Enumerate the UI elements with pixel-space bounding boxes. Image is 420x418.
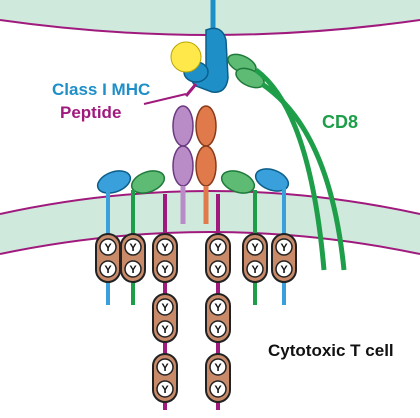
cd3-right-green bbox=[220, 170, 256, 194]
peptide bbox=[170, 41, 202, 73]
cd8-label: CD8 bbox=[322, 112, 358, 132]
itam-motif: YY bbox=[95, 233, 121, 283]
tyrosine-circle bbox=[156, 320, 174, 338]
cd3-left-blue bbox=[96, 170, 132, 194]
tyrosine-circle bbox=[209, 320, 227, 338]
tyrosine-label: Y bbox=[280, 264, 288, 276]
peptide-pointer bbox=[143, 93, 187, 105]
tyrosine-circle bbox=[246, 238, 264, 256]
tyrosine-label: Y bbox=[161, 384, 169, 396]
tyrosine-circle bbox=[209, 298, 227, 316]
tyrosine-label: Y bbox=[129, 242, 137, 254]
tyrosine-label: Y bbox=[161, 302, 169, 314]
apc-membrane bbox=[0, 0, 420, 35]
tyrosine-circle bbox=[209, 380, 227, 398]
itam-motif: YY bbox=[271, 233, 297, 283]
tyrosine-circle bbox=[156, 380, 174, 398]
tcell-membrane-top-edge bbox=[0, 190, 420, 215]
tyrosine-label: Y bbox=[251, 264, 259, 276]
tyrosine-circle bbox=[275, 238, 293, 256]
tyrosine-circle bbox=[275, 260, 293, 278]
tyrosine-label: Y bbox=[280, 242, 288, 254]
tyrosine-label: Y bbox=[129, 264, 137, 276]
tyrosine-circle bbox=[209, 260, 227, 278]
mhc-label: Class I MHC bbox=[52, 80, 150, 99]
cell-label: Cytotoxic T cell bbox=[268, 341, 394, 360]
peptide-mark bbox=[184, 83, 198, 97]
tyrosine-label: Y bbox=[214, 362, 222, 374]
itam-motif: YY bbox=[242, 233, 268, 283]
tyrosine-label: Y bbox=[251, 242, 259, 254]
itam-motif: YY bbox=[205, 293, 231, 343]
tyrosine-circle bbox=[124, 238, 142, 256]
tyrosine-label: Y bbox=[214, 264, 222, 276]
tyrosine-label: Y bbox=[214, 324, 222, 336]
tyrosine-circle bbox=[124, 260, 142, 278]
itam-motif: YY bbox=[120, 233, 146, 283]
tyrosine-circle bbox=[156, 238, 174, 256]
itam-motif: YY bbox=[205, 353, 231, 403]
cd8-stalk-1 bbox=[254, 67, 327, 271]
itam-motif: YY bbox=[152, 353, 178, 403]
tyrosine-circle bbox=[209, 238, 227, 256]
tyrosine-label: Y bbox=[214, 302, 222, 314]
tyrosine-circle bbox=[99, 260, 117, 278]
tyrosine-label: Y bbox=[214, 242, 222, 254]
tyrosine-label: Y bbox=[104, 242, 112, 254]
tyrosine-label: Y bbox=[104, 264, 112, 276]
peptide-label: Peptide bbox=[60, 103, 121, 122]
itam-motif: YY bbox=[152, 293, 178, 343]
tyrosine-circle bbox=[99, 238, 117, 256]
tyrosine-label: Y bbox=[161, 264, 169, 276]
itam-motif: YY bbox=[205, 233, 231, 283]
tyrosine-label: Y bbox=[161, 362, 169, 374]
tyrosine-circle bbox=[156, 298, 174, 316]
cd3-right-blue bbox=[254, 168, 290, 192]
itam-motif: YY bbox=[152, 233, 178, 283]
tyrosine-circle bbox=[246, 260, 264, 278]
tyrosine-circle bbox=[156, 260, 174, 278]
tcell-membrane-bottom-edge bbox=[0, 231, 420, 255]
cd3-left-green bbox=[130, 170, 166, 194]
tyrosine-label: Y bbox=[161, 324, 169, 336]
tcr-alpha-c bbox=[172, 145, 194, 187]
tyrosine-label: Y bbox=[214, 384, 222, 396]
tcr-beta-c bbox=[195, 145, 217, 187]
tyrosine-label: Y bbox=[161, 242, 169, 254]
tyrosine-circle bbox=[209, 358, 227, 376]
tcr-alpha-v bbox=[172, 105, 194, 147]
tyrosine-circle bbox=[156, 358, 174, 376]
cd8-stalk-2 bbox=[260, 81, 347, 271]
tcr-beta-v bbox=[195, 105, 217, 147]
